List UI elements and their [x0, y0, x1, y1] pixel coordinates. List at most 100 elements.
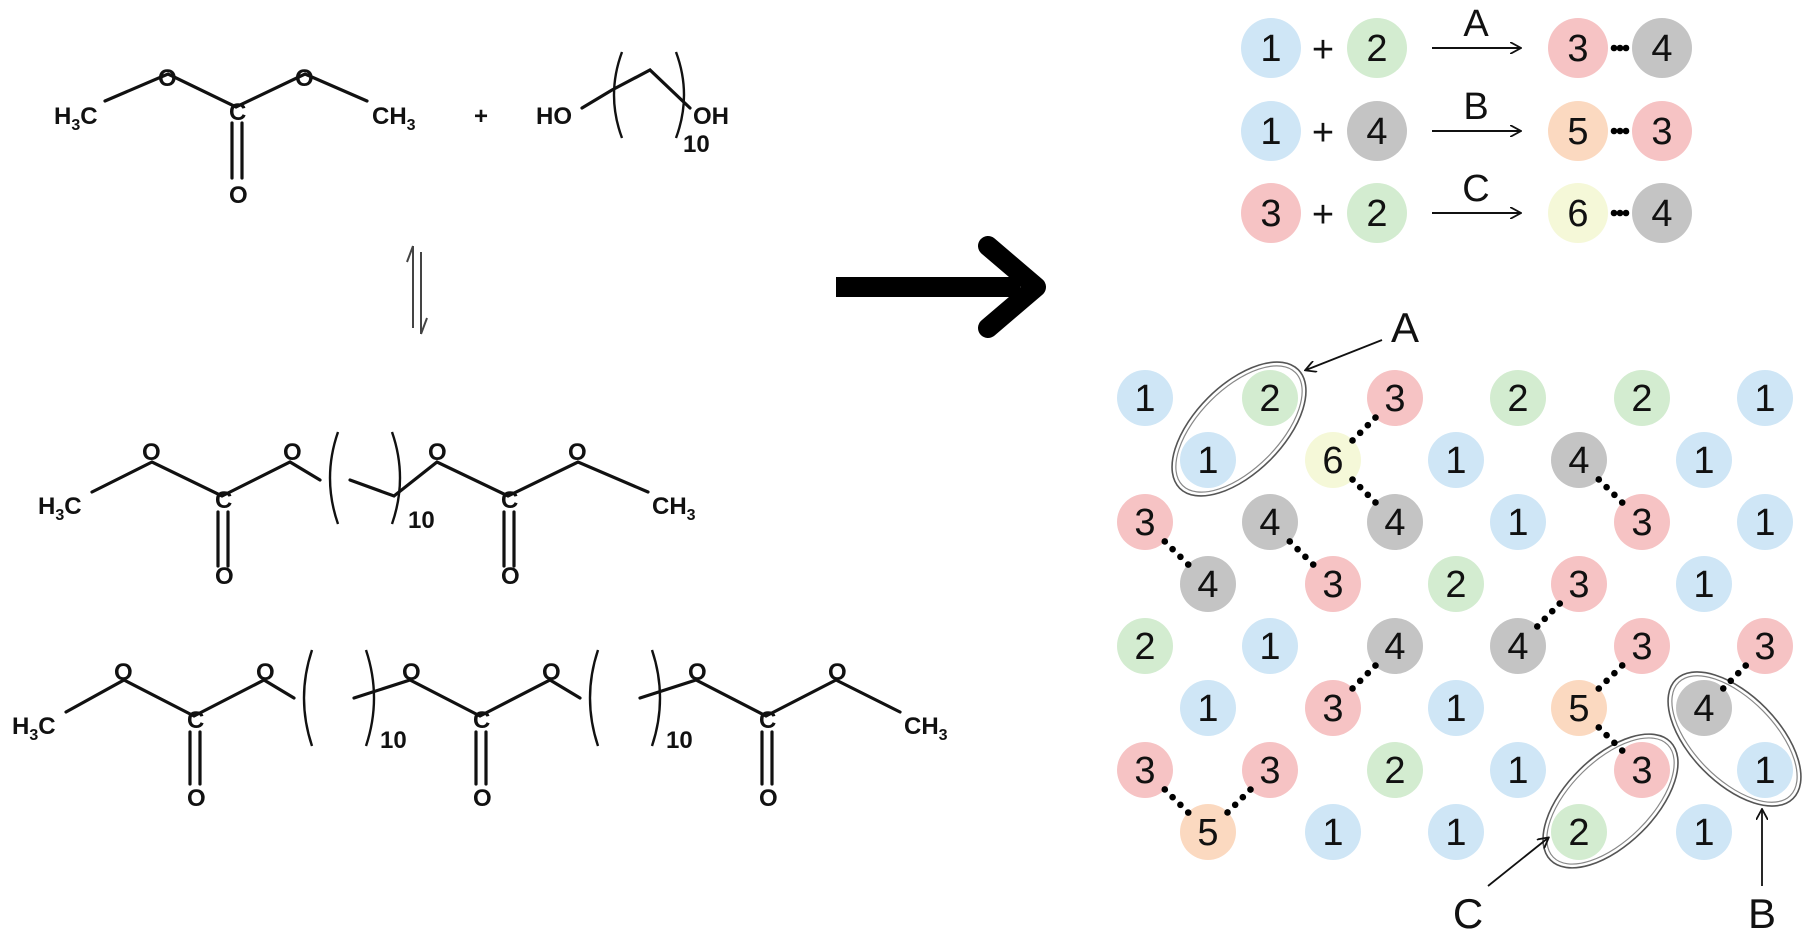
bond-dot	[1349, 476, 1356, 483]
monomer-label: 2	[1259, 378, 1280, 420]
bond-dots	[1595, 662, 1626, 692]
monomer-circle	[1614, 494, 1670, 550]
monomer-label: 3	[1322, 688, 1343, 730]
grid-circle: 4	[1367, 618, 1423, 674]
grid-circle: 1	[1490, 742, 1546, 798]
monomer-circle	[1551, 556, 1607, 612]
callout-label: C	[1453, 890, 1483, 937]
monomer-label: 3	[1754, 626, 1775, 668]
highlight-inner-ring	[1546, 737, 1675, 865]
monomer-circle	[1367, 618, 1423, 674]
grid-circle: 4	[1676, 680, 1732, 736]
oxygen-label: O	[229, 182, 248, 209]
bond-dot	[1294, 545, 1301, 553]
oxygen-label: O	[215, 563, 234, 590]
monomer-label: 2	[1507, 378, 1528, 420]
callout: B	[1748, 810, 1776, 937]
carbon-label: C	[473, 707, 490, 734]
monomer-label: 1	[1322, 812, 1343, 854]
monomer-circle	[1242, 618, 1298, 674]
product-circle: 6	[1548, 183, 1608, 243]
monomer-circle	[1347, 18, 1407, 78]
grid-circle: 4	[1551, 432, 1607, 488]
h3c-label: H3C	[54, 103, 98, 134]
oxygen-label: O	[828, 659, 847, 686]
monomer-label: 3	[1134, 750, 1155, 792]
repeat-count: 10	[683, 131, 710, 158]
oxygen-label: O	[295, 65, 314, 92]
bond-dots	[1610, 127, 1630, 135]
monomer-circle	[1676, 432, 1732, 488]
bond-dot	[1556, 600, 1564, 607]
bond-dot	[1309, 561, 1317, 568]
bond-dot	[1364, 491, 1372, 499]
highlight-ellipse	[1171, 361, 1307, 497]
bond-dots	[1533, 600, 1564, 630]
grid-circle: 2	[1614, 370, 1670, 426]
monomer-circle	[1117, 370, 1173, 426]
monomer-label: 1	[1259, 626, 1280, 668]
monomer-circle	[1305, 432, 1361, 488]
bond-dot	[1548, 607, 1556, 615]
monomer-circle	[1548, 183, 1608, 243]
reaction-label: A	[1463, 3, 1489, 45]
bond-dot	[1356, 483, 1364, 491]
monomer-circle	[1632, 183, 1692, 243]
grid-circle: 3	[1614, 618, 1670, 674]
monomer-circle	[1428, 680, 1484, 736]
bond-dot	[1611, 491, 1618, 499]
grid-circle: 1	[1737, 370, 1793, 426]
monomer-label: 2	[1445, 564, 1466, 606]
carbon-label: C	[759, 707, 776, 734]
bond-dots	[1349, 414, 1379, 444]
bond-dot	[1618, 499, 1626, 506]
monomer-circle	[1117, 618, 1173, 674]
bond-dot	[1603, 677, 1610, 685]
monomer-circle	[1490, 494, 1546, 550]
monomer-circle	[1676, 556, 1732, 612]
carbon-label: C	[215, 487, 232, 514]
monomer-label: 3	[1260, 193, 1281, 235]
chemistry-scheme: H3C O O C O CH3 + HO OH 10	[12, 51, 948, 812]
plus-sign: +	[1312, 194, 1334, 236]
grid-circle: 1	[1490, 494, 1546, 550]
grid-circle: 2	[1428, 556, 1484, 612]
product-circle: 3	[1632, 101, 1692, 161]
monomer-label: 1	[1754, 378, 1775, 420]
grid-circle: 1	[1737, 494, 1793, 550]
reaction-label: C	[1462, 168, 1489, 210]
monomer-circle	[1241, 183, 1301, 243]
monomer-label: 1	[1445, 440, 1466, 482]
monomer-label: 6	[1567, 193, 1588, 235]
dimethyl-carbonate: H3C O O C O CH3	[54, 65, 416, 209]
monomer-label: 3	[1631, 626, 1652, 668]
monomer-label: 5	[1197, 812, 1218, 854]
highlight-ellipse	[1542, 733, 1679, 869]
h3c-label: H3C	[12, 713, 56, 744]
monomer-circle	[1305, 804, 1361, 860]
product-circle: 3	[1548, 18, 1608, 78]
bond-dot	[1742, 662, 1750, 669]
reactant-circle: 1	[1241, 101, 1301, 161]
ch3-label: CH3	[372, 103, 416, 134]
monomer-circle	[1551, 432, 1607, 488]
monomer-circle	[1548, 101, 1608, 161]
monomer-label: 4	[1384, 502, 1405, 544]
monomer-label: 5	[1568, 688, 1589, 730]
bond-dot	[1349, 437, 1356, 444]
oxygen-label: O	[473, 785, 492, 812]
bond-dot	[1616, 44, 1624, 52]
oxygen-label: O	[114, 659, 133, 686]
oxygen-label: O	[501, 563, 520, 590]
monomer-label: 4	[1651, 193, 1672, 235]
grid-circle: 1	[1180, 432, 1236, 488]
grid-circle: 1	[1242, 618, 1298, 674]
monomer-circle	[1551, 804, 1607, 860]
grid-circle: 3	[1551, 556, 1607, 612]
bond-dot	[1302, 553, 1309, 561]
grid-circle: 3	[1305, 680, 1361, 736]
bond-dots	[1610, 44, 1630, 52]
grid-circle: 3	[1367, 370, 1423, 426]
